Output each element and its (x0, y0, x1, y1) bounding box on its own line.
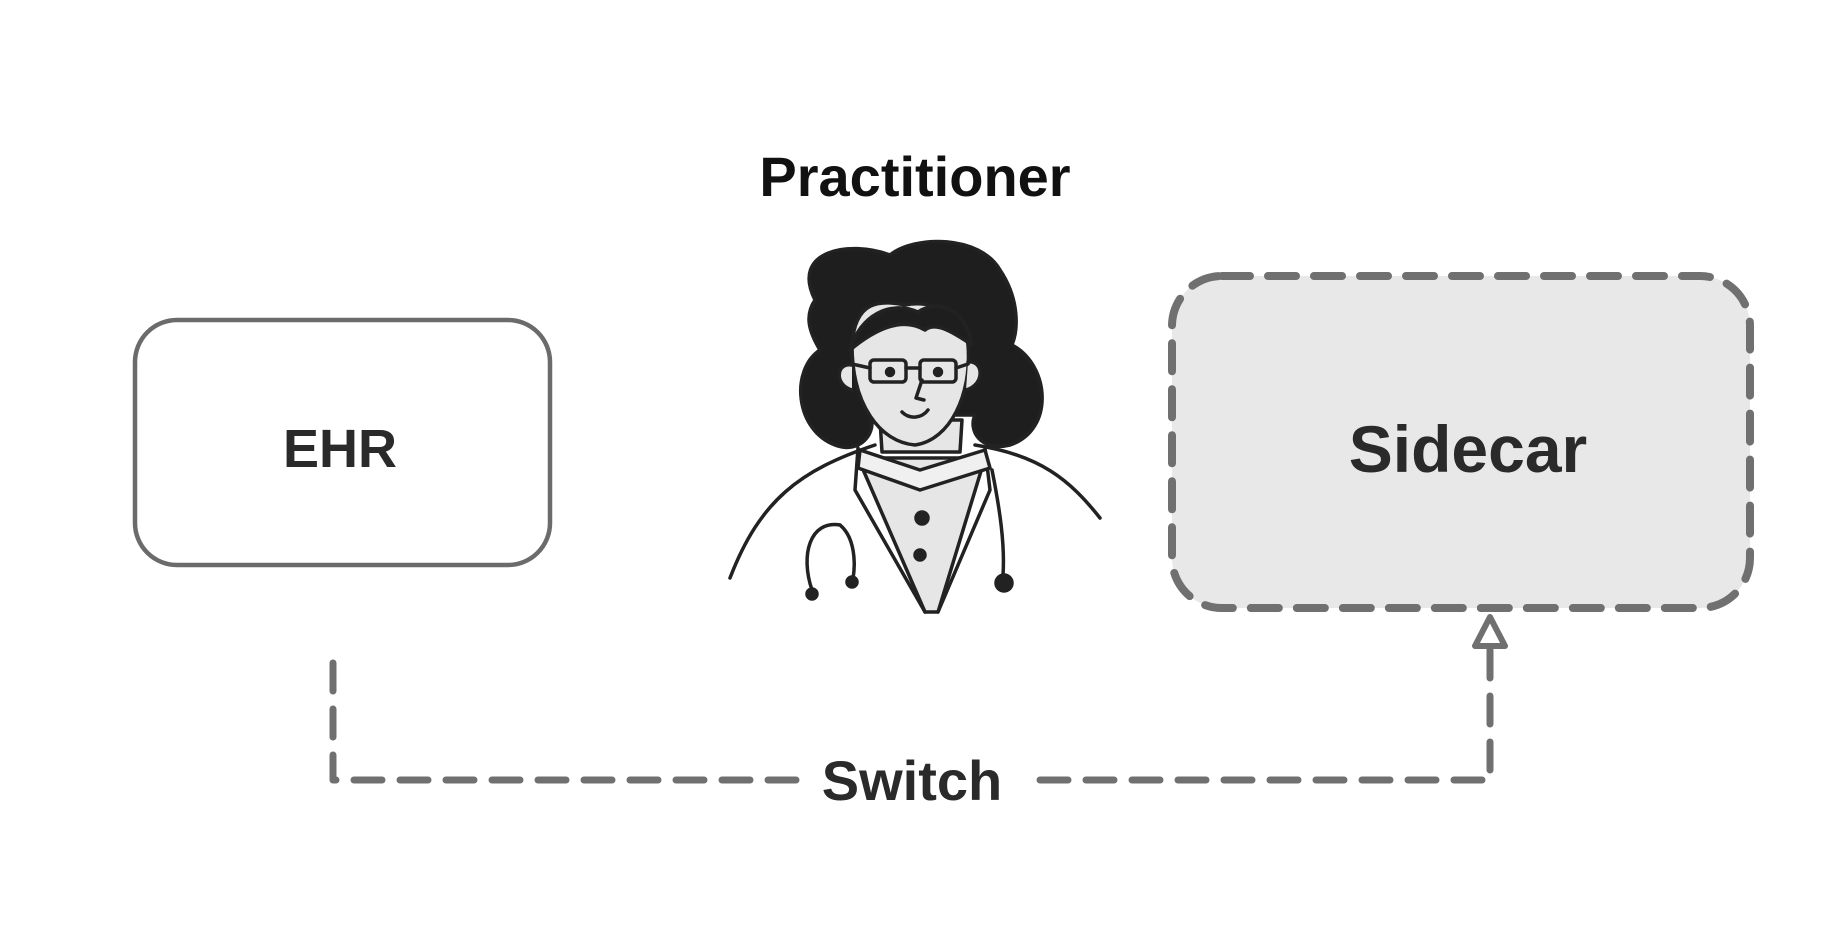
nose (914, 378, 926, 402)
switch-line-left (329, 659, 802, 784)
eye-right (932, 366, 944, 378)
glasses-left-lens (868, 358, 908, 384)
collar (856, 448, 992, 492)
stethoscope-tube (990, 468, 1006, 577)
glasses-right-lens (918, 358, 958, 384)
face (850, 301, 971, 447)
ehr-node: EHR (132, 317, 553, 568)
eye-left (884, 366, 896, 378)
switch-connector: Switch (329, 614, 1508, 812)
ear-right (964, 360, 982, 392)
glasses-arm-right (954, 362, 970, 370)
switch-line-right (1036, 646, 1494, 784)
coat-right-curve (973, 443, 1102, 520)
diagram-title: Practitioner (759, 145, 1070, 208)
coat-left-curve (728, 443, 877, 580)
ehr-label: EHR (283, 419, 397, 479)
glasses-arm-left (850, 362, 872, 370)
sidecar-box (1168, 272, 1754, 612)
hair-fringe (848, 304, 974, 352)
stethoscope-chestpiece (994, 573, 1014, 593)
ear-left (837, 363, 854, 392)
switch-label: Switch (822, 749, 1002, 812)
sidecar-label: Sidecar (1349, 412, 1587, 486)
smile (900, 408, 930, 419)
sidecar-node: Sidecar (1168, 272, 1754, 612)
stethoscope-earpiece (845, 575, 859, 589)
coat-button (914, 510, 930, 526)
ehr-box (132, 317, 553, 568)
arrowhead-icon (1472, 614, 1508, 649)
doctor-icon (728, 239, 1102, 614)
stethoscope-earpiece (805, 587, 819, 601)
coat-button (913, 548, 927, 562)
